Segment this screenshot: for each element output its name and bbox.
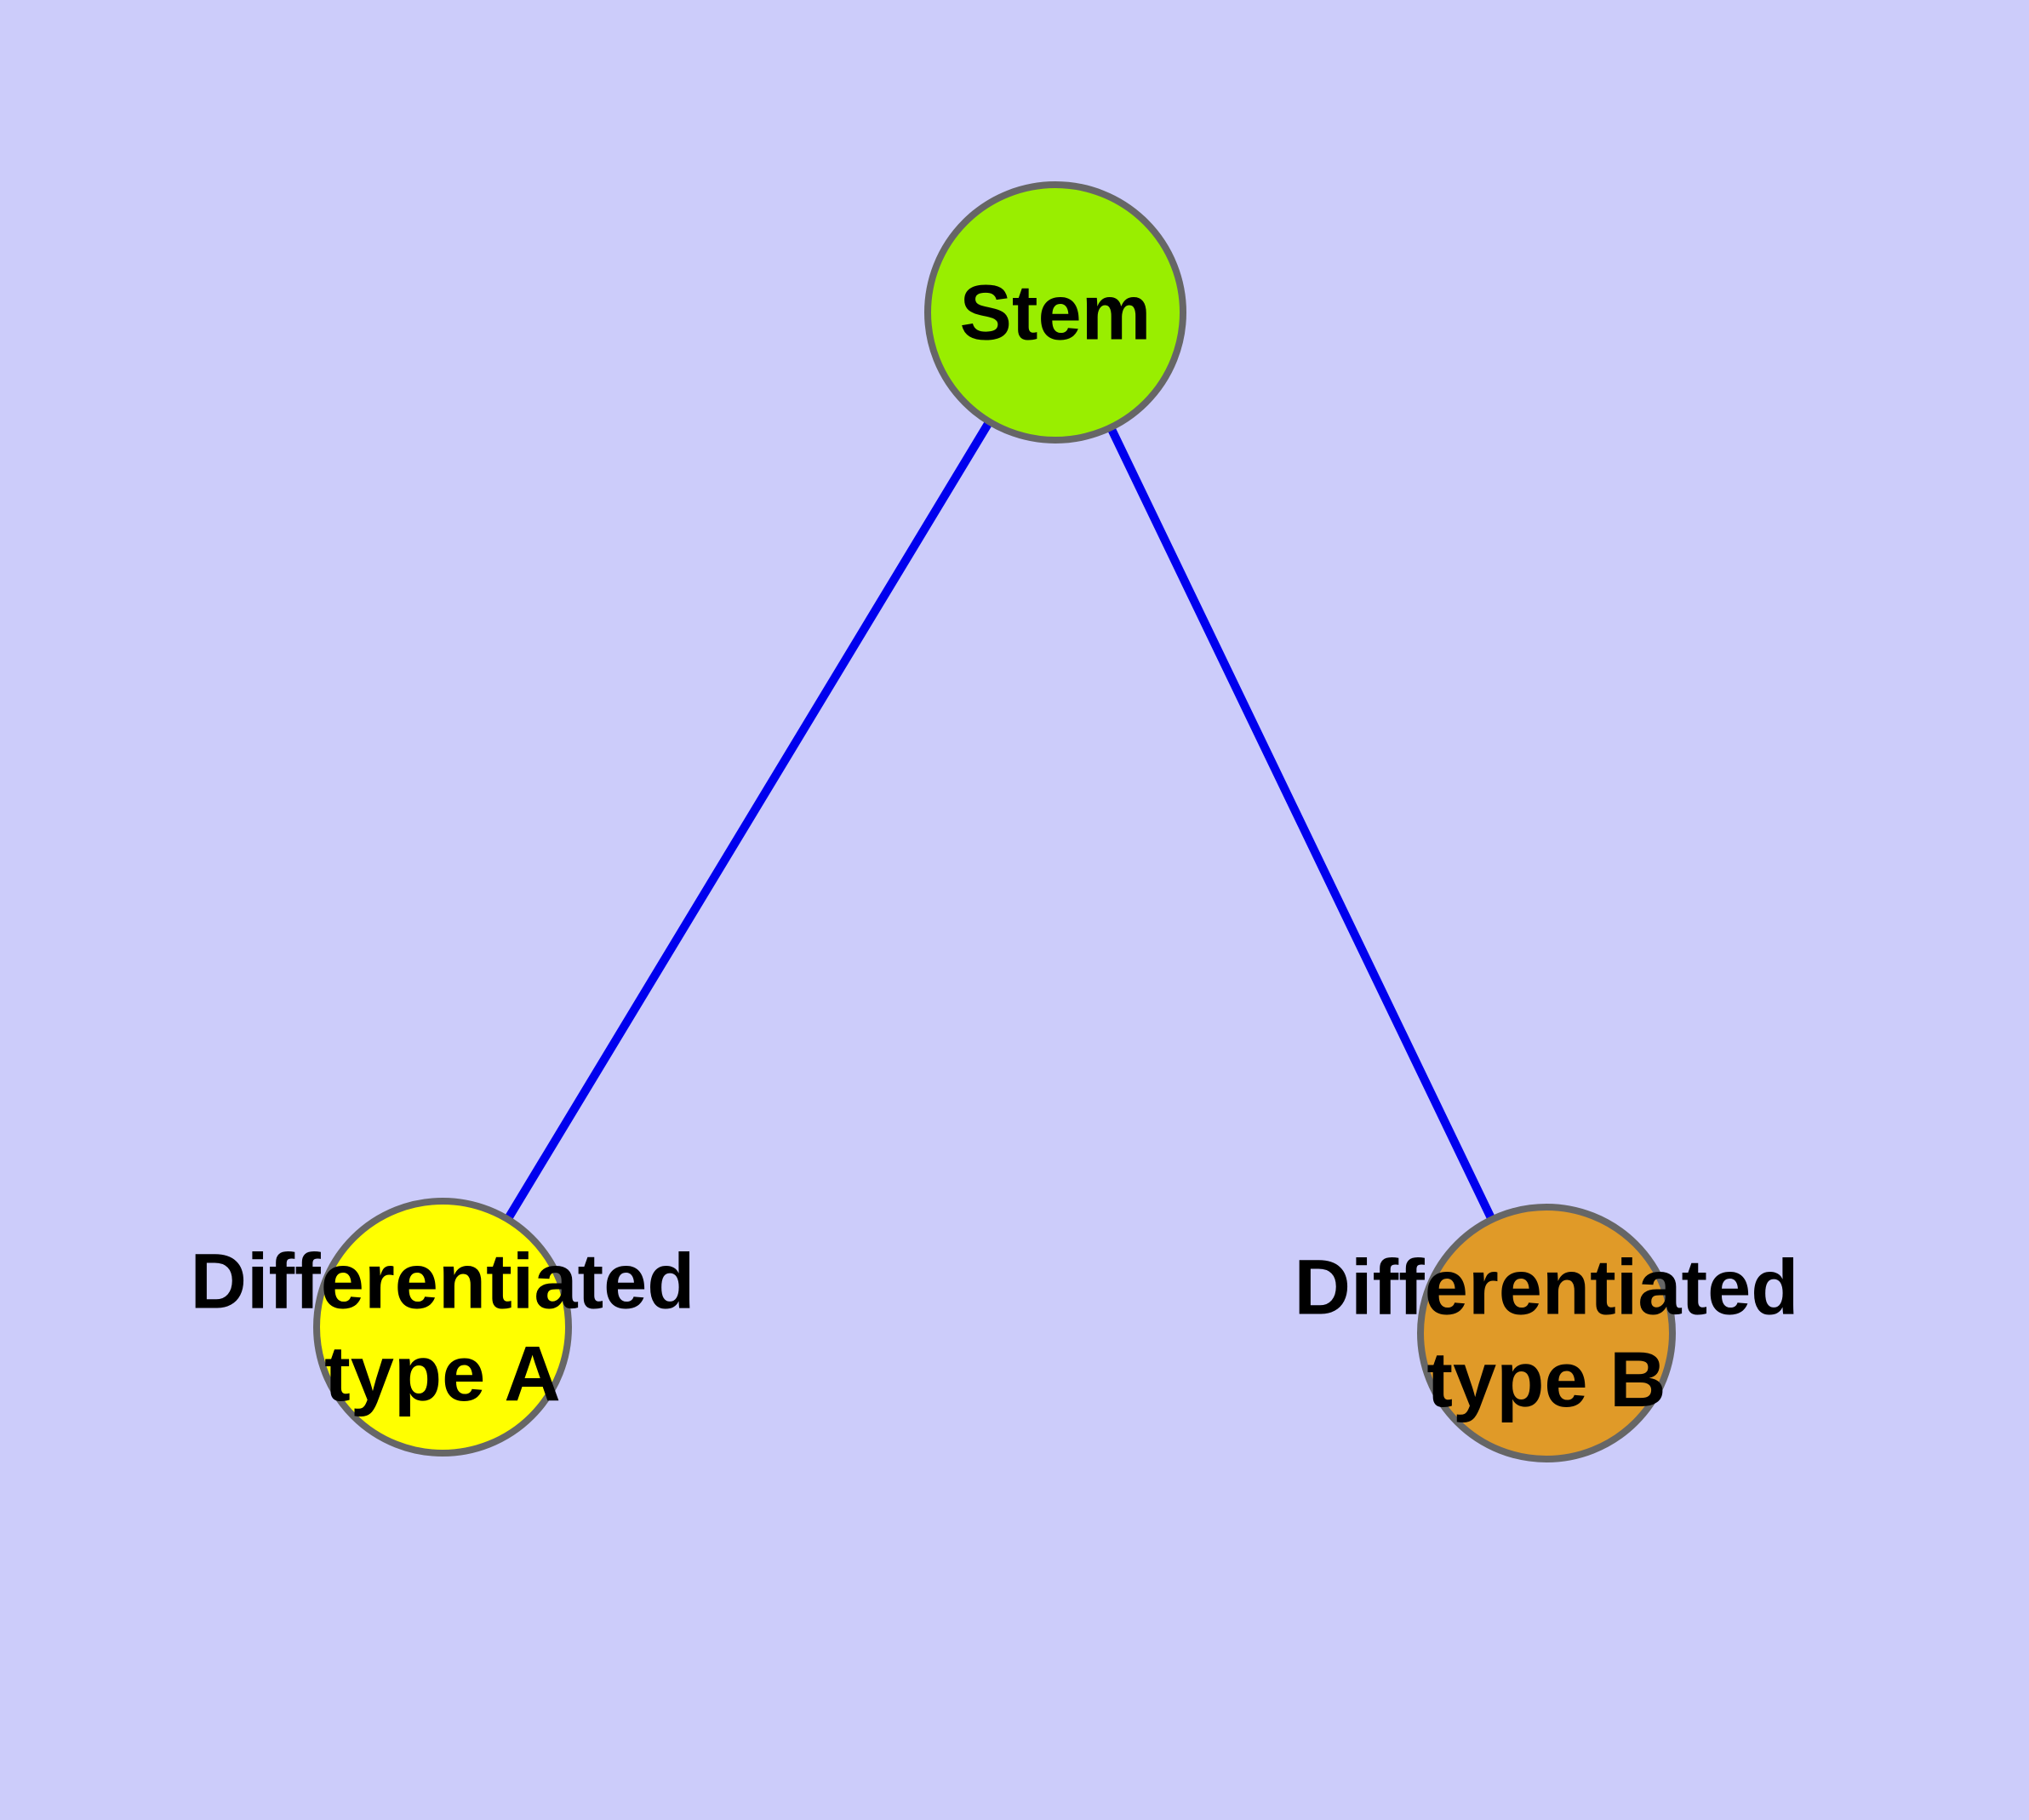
node-label-stem: Stem [960, 270, 1152, 357]
node-label-line: Differentiated [1295, 1244, 1799, 1331]
node-label-line: type A [324, 1331, 561, 1417]
node-differentiated-type-b[interactable] [1417, 1204, 1676, 1462]
edge-stem-to-differentiated-type-a[interactable] [438, 308, 1060, 1331]
edge-stem-to-differentiated-type-b[interactable] [1051, 308, 1551, 1337]
node-label-line: Differentiated [191, 1238, 695, 1325]
edge-layer [438, 308, 1551, 1337]
node-layer [313, 181, 1676, 1462]
node-label-line: Stem [960, 270, 1152, 357]
node-differentiated-type-a[interactable] [313, 1198, 572, 1457]
node-label-line: type B [1426, 1336, 1666, 1423]
node-stem[interactable] [924, 181, 1186, 444]
